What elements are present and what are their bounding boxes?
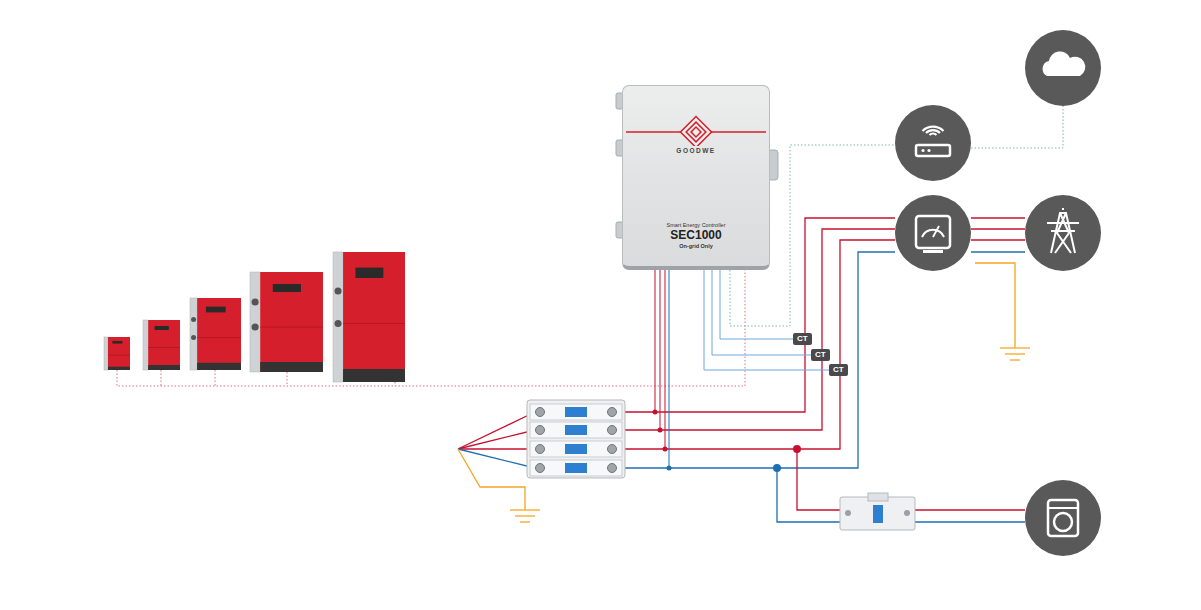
grid-wires bbox=[971, 218, 1025, 348]
inverter bbox=[143, 320, 180, 370]
comm-line bbox=[287, 372, 288, 386]
phase-wire bbox=[458, 448, 535, 449]
pylon-icon bbox=[1025, 195, 1101, 271]
ct-wire bbox=[712, 270, 811, 355]
cloud-icon bbox=[1025, 30, 1101, 106]
meter-icon bbox=[895, 195, 971, 271]
breaker-pole bbox=[530, 460, 622, 476]
ct-text: CT bbox=[815, 350, 826, 360]
comm-line bbox=[395, 382, 396, 386]
phase-wire bbox=[620, 240, 895, 449]
junction-dot bbox=[773, 464, 781, 472]
sense-wires bbox=[655, 268, 669, 468]
breaker-pole bbox=[530, 404, 622, 420]
junction-dot bbox=[658, 428, 663, 433]
phase-wire bbox=[458, 412, 535, 449]
comm-line bbox=[117, 270, 745, 386]
breaker-pole bbox=[530, 441, 622, 457]
sense-wire bbox=[669, 268, 670, 468]
network-line bbox=[971, 106, 1063, 148]
sense-wire bbox=[655, 268, 656, 412]
mode-note: On-grid Only bbox=[623, 243, 769, 251]
ct-text: CT bbox=[797, 334, 808, 344]
icon-group bbox=[895, 30, 1101, 556]
junction-dots bbox=[653, 410, 672, 471]
phase-wire bbox=[458, 430, 535, 449]
neutral-wire bbox=[620, 252, 895, 468]
junction-dot bbox=[793, 445, 801, 453]
ground-symbol bbox=[510, 510, 540, 522]
ct-label: CT bbox=[793, 333, 812, 345]
ct-label: CT bbox=[811, 349, 830, 361]
ct-label: CT bbox=[829, 364, 848, 376]
washer-icon bbox=[1025, 480, 1101, 556]
ct-text: CT bbox=[833, 365, 844, 375]
sense-wire bbox=[660, 268, 661, 430]
feed-wires bbox=[458, 412, 535, 510]
junction-dot bbox=[653, 410, 658, 415]
comm-line bbox=[161, 370, 162, 386]
controller-box: GOODWESmart Energy ControllerSEC1000On-g… bbox=[622, 85, 770, 270]
comm-line bbox=[215, 370, 216, 386]
inverter bbox=[104, 337, 130, 370]
router-icon bbox=[895, 105, 971, 181]
model-name: SEC1000 bbox=[623, 228, 769, 242]
earth-wire bbox=[458, 449, 525, 510]
inverter bbox=[190, 298, 241, 370]
load-breaker bbox=[840, 493, 915, 530]
sense-wire bbox=[665, 268, 666, 449]
ct-wire bbox=[704, 270, 829, 370]
brand-text: GOODWE bbox=[623, 147, 769, 156]
breaker-pole bbox=[530, 422, 622, 438]
inverter bbox=[333, 252, 405, 382]
inverter-group bbox=[104, 252, 405, 382]
ct-wire bbox=[720, 270, 793, 339]
junction-dot bbox=[663, 447, 668, 452]
inverter bbox=[250, 272, 323, 372]
ground-symbol bbox=[1000, 348, 1030, 360]
comm-line bbox=[117, 270, 745, 386]
neutral-wire bbox=[458, 449, 535, 468]
main-breaker bbox=[527, 400, 625, 478]
box-decoration bbox=[622, 86, 770, 146]
junction-dot bbox=[667, 466, 672, 471]
